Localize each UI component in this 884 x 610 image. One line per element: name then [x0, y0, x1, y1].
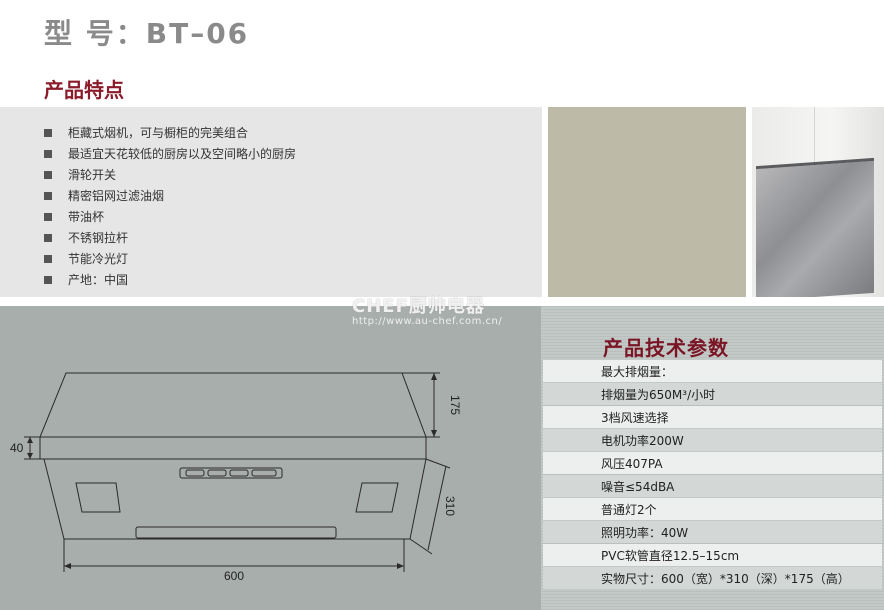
- dim-line: [409, 538, 433, 555]
- square-bullet-icon: [44, 128, 52, 137]
- square-bullet-icon: [44, 149, 52, 158]
- feature-text: 不锈钢拉杆: [68, 231, 129, 245]
- list-item: 产地：中国: [44, 269, 296, 290]
- hood-button: [207, 469, 227, 477]
- features-list: 柜藏式烟机，可与橱柜的完美组合 最适宜天花较低的厨房以及空间略小的厨房 滑轮开关…: [44, 122, 296, 290]
- dim-line: [427, 465, 447, 551]
- hood-lip: [39, 436, 427, 460]
- specs-panel: 产品技术参数 最大排烟量： 排烟量为650M³/小时 3档风速选择 电机功率20…: [541, 306, 884, 610]
- hood-handle: [135, 526, 337, 539]
- hood-top-box: [39, 372, 427, 438]
- feature-text: 最适宜天花较低的厨房以及空间略小的厨房: [68, 147, 297, 161]
- list-item: 精密铝网过滤油烟: [44, 185, 296, 206]
- table-row: 最大排烟量：: [543, 360, 882, 382]
- feature-text: 精密铝网过滤油烟: [68, 189, 165, 203]
- specs-table: 最大排烟量： 排烟量为650M³/小时 3档风速选择 电机功率200W 风压40…: [543, 360, 882, 590]
- product-photo: [752, 107, 884, 297]
- watermark-url: http://www.au-chef.com.cn/: [352, 316, 503, 327]
- dim-arrow: [64, 563, 71, 569]
- hood-filter-left: [75, 482, 121, 513]
- watermark-logo: CHEF厨帅电器 http://www.au-chef.com.cn/: [352, 292, 532, 332]
- list-item: 最适宜天花较低的厨房以及空间略小的厨房: [44, 143, 296, 164]
- model-title: 型 号：BT–06: [44, 17, 250, 50]
- range-hood-image: [756, 157, 874, 297]
- table-row: 噪音≤54dBA: [543, 475, 882, 497]
- spec-text: PVC软管直径12.5–15cm: [601, 548, 740, 563]
- watermark-brand: CHEF厨帅电器: [352, 296, 485, 317]
- dim-arrow: [397, 563, 404, 569]
- technical-drawing-panel: 175 40 310 600: [0, 306, 541, 610]
- hood-button: [185, 469, 205, 477]
- square-bullet-icon: [44, 170, 52, 179]
- spec-text: 照明功率：40W: [601, 525, 689, 540]
- product-photo-background: [548, 107, 746, 297]
- spec-text: 噪音≤54dBA: [601, 479, 675, 494]
- hood-button: [251, 469, 277, 477]
- square-bullet-icon: [44, 191, 52, 200]
- spec-text: 3档风速选择: [601, 410, 669, 425]
- dim-arrow: [27, 453, 33, 459]
- square-bullet-icon: [44, 254, 52, 263]
- features-panel: 柜藏式烟机，可与橱柜的完美组合 最适宜天花较低的厨房以及空间略小的厨房 滑轮开关…: [0, 107, 542, 297]
- dim-arrow: [27, 437, 33, 443]
- dimension-label-width: 600: [224, 569, 244, 583]
- hood-control-strip: [179, 467, 283, 479]
- table-row: PVC软管直径12.5–15cm: [543, 544, 882, 566]
- table-row: 3档风速选择: [543, 406, 882, 428]
- hood-button: [229, 469, 249, 477]
- dim-arrow: [431, 373, 437, 380]
- table-row: 实物尺寸：600（宽）*310（深）*175（高）: [543, 567, 882, 589]
- list-item: 滑轮开关: [44, 164, 296, 185]
- specs-heading: 产品技术参数: [603, 336, 729, 360]
- list-item: 节能冷光灯: [44, 248, 296, 269]
- spec-text: 最大排烟量：: [601, 364, 674, 379]
- hood-filter-right: [355, 482, 399, 513]
- list-item: 不锈钢拉杆: [44, 227, 296, 248]
- feature-text: 产地：中国: [68, 273, 129, 287]
- spec-text: 排烟量为650M³/小时: [601, 387, 716, 402]
- technical-drawing: 175 40 310 600: [10, 372, 462, 583]
- feature-text: 滑轮开关: [68, 168, 117, 182]
- table-row: 风压407PA: [543, 452, 882, 474]
- feature-text: 柜藏式烟机，可与橱柜的完美组合: [68, 126, 249, 140]
- table-row: 照明功率：40W: [543, 521, 882, 543]
- feature-text: 节能冷光灯: [68, 252, 129, 266]
- square-bullet-icon: [44, 233, 52, 242]
- spec-text: 电机功率200W: [601, 433, 684, 448]
- spec-text: 普通灯2个: [601, 502, 657, 517]
- square-bullet-icon: [44, 275, 52, 284]
- dimension-label-depth: 310: [443, 496, 457, 516]
- list-item: 柜藏式烟机，可与橱柜的完美组合: [44, 122, 296, 143]
- table-row: 普通灯2个: [543, 498, 882, 520]
- panel-divider: [542, 107, 548, 297]
- feature-text: 带油杯: [68, 210, 105, 224]
- dimension-label-lip: 40: [10, 441, 24, 455]
- features-heading: 产品特点: [44, 78, 124, 102]
- table-row: 电机功率200W: [543, 429, 882, 451]
- table-row: 排烟量为650M³/小时: [543, 383, 882, 405]
- dim-line: [425, 458, 451, 469]
- spec-text: 风压407PA: [601, 456, 663, 471]
- dimension-label-height: 175: [448, 395, 462, 415]
- spec-text: 实物尺寸：600（宽）*310（深）*175（高）: [601, 571, 850, 586]
- dim-arrow: [431, 430, 437, 437]
- square-bullet-icon: [44, 212, 52, 221]
- list-item: 带油杯: [44, 206, 296, 227]
